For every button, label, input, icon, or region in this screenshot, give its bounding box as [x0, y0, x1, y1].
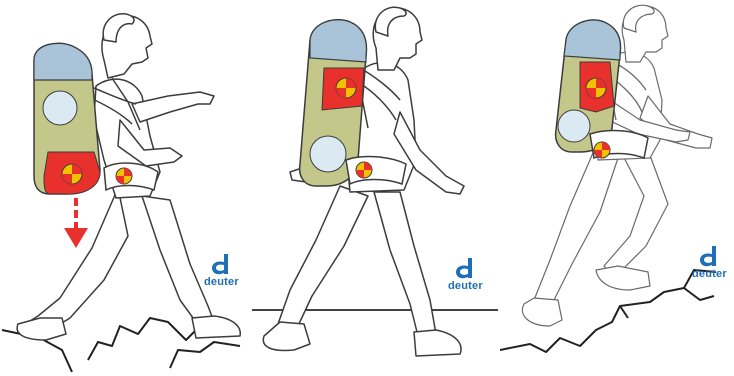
panel-3-weight-middle: deuter — [500, 0, 734, 376]
panel-3-illustration — [500, 0, 734, 376]
deuter-logo-text: deuter — [204, 277, 239, 288]
weight-symbol-icon — [594, 142, 610, 158]
weight-symbol-icon — [586, 78, 606, 98]
panel-2-weight-high: deuter — [250, 0, 500, 376]
hip-belt — [104, 163, 158, 190]
deuter-logo: deuter — [692, 244, 727, 280]
deuter-logo: deuter — [448, 256, 483, 292]
weight-symbol-icon — [336, 78, 356, 98]
deuter-logo-text: deuter — [692, 269, 727, 280]
weight-symbol-icon — [116, 168, 132, 184]
panel-1-weight-low: deuter — [0, 0, 250, 376]
load-pad — [43, 91, 77, 125]
weight-symbol-icon — [62, 164, 82, 184]
down-arrow-icon — [64, 198, 88, 248]
deuter-logo-icon — [454, 256, 476, 280]
panel-2-illustration — [250, 0, 500, 376]
hip-belt — [590, 131, 648, 158]
weight-symbol-icon — [356, 162, 372, 178]
load-pad — [310, 136, 346, 172]
deuter-logo-text: deuter — [448, 281, 483, 292]
load-pad — [558, 110, 590, 142]
hip-belt — [346, 157, 406, 184]
deuter-logo: deuter — [204, 252, 239, 288]
deuter-logo-icon — [210, 252, 232, 276]
panel-1-illustration — [0, 0, 250, 376]
deuter-logo-icon — [698, 244, 720, 268]
backpack — [34, 43, 100, 194]
